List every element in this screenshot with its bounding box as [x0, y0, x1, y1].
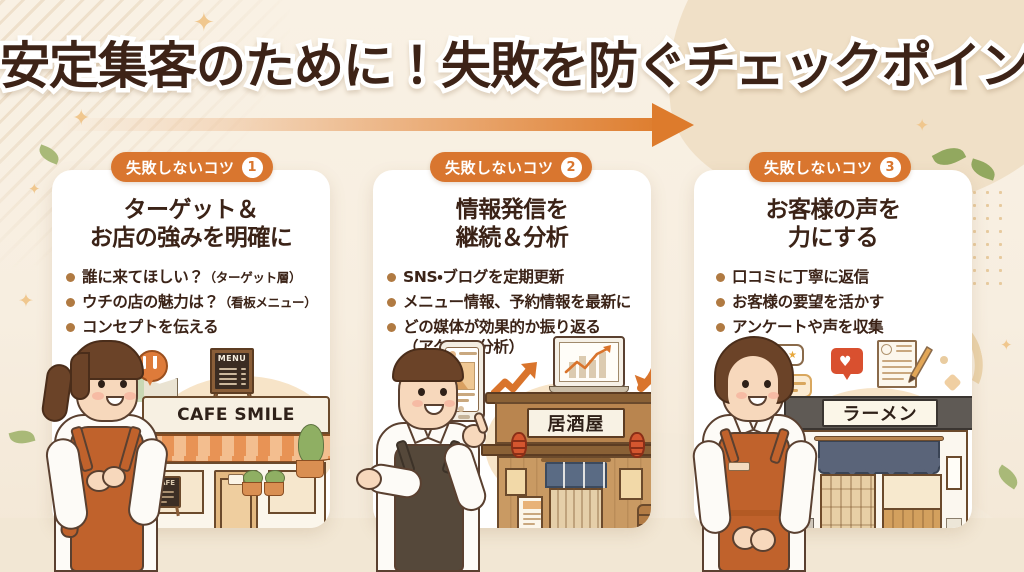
name-tag — [728, 462, 750, 471]
face-front — [728, 356, 778, 418]
bullet-dot-icon — [716, 273, 725, 282]
card-1-heading-line1: ターゲット＆ — [123, 197, 260, 223]
card-3-bullet-item: アンケートや声を収集 — [716, 317, 962, 337]
bullet-dot-icon — [66, 273, 75, 282]
checkpoint-card-3[interactable]: お客様の声を 力にする 口コミに丁寧に返信 お客様の要望を活かす アンケートや声… — [694, 170, 972, 528]
bullet-dot-icon — [716, 323, 725, 333]
card-1-bullet-text-3: コンセプトを伝える — [82, 318, 219, 337]
cafe-shop-sign: CAFE SMILE — [177, 405, 295, 425]
izakaya-shop-sign: 居酒屋 — [547, 414, 605, 435]
red-lantern-icon — [511, 432, 527, 458]
card-1-bullet-text-1: 誰に来てほしい？（ターゲット層） — [82, 268, 302, 286]
eye — [98, 380, 105, 388]
female-staff-bob-orange-apron — [690, 322, 819, 572]
bullet-dot-icon — [387, 298, 396, 308]
card-2-badge: 失敗しないコツ 2 — [430, 152, 592, 182]
hair — [392, 348, 464, 382]
eye — [742, 380, 749, 388]
small-chalkboard-label: CAFE — [154, 479, 176, 487]
eye — [418, 388, 425, 396]
menu-board-label: MENU — [217, 354, 247, 363]
card-3-bullet-text-1: 口コミに丁寧に返信 — [732, 268, 869, 286]
card-1-bullet-item: コンセプトを伝える — [66, 317, 320, 337]
card-1-heading-line2: お店の強みを明確に — [89, 225, 293, 252]
card-3-heading-line2: 力にする — [787, 225, 879, 252]
card-3-heading-line1: お客様の声を — [765, 197, 902, 223]
card-3-badge-number: 3 — [879, 156, 901, 178]
card-1-badge-number: 1 — [241, 156, 263, 178]
page-title: 安定集客のために！失敗を防ぐチェックポイント — [0, 33, 1024, 100]
card-1-bullet-text-2: ウチの店の魅力は？（看板メニュー） — [82, 293, 317, 312]
apron-fold — [718, 510, 790, 516]
card-2-heading-line1: 情報発信を — [455, 197, 569, 223]
card-1-bullet-list: 誰に来てほしい？（ターゲット層） ウチの店の魅力は？（看板メニュー） コンセプト… — [66, 267, 320, 342]
ramen-storefront: ラーメン — [784, 396, 972, 528]
card-1-badge: 失敗しないコツ 1 — [111, 152, 273, 182]
card-2-bullet-item: メニュー情報、予約情報を最新に — [387, 292, 641, 312]
diamond-decoration — [943, 373, 962, 392]
card-1-bullet-item: ウチの店の魅力は？（看板メニュー） — [66, 292, 320, 312]
info-board-icon — [517, 496, 543, 528]
card-2-heading-line2: 継続＆分析 — [455, 225, 569, 252]
card-1-badge-label: 失敗しないコツ — [126, 158, 235, 177]
card-2-heading: 情報発信を 継続＆分析 — [373, 196, 651, 252]
hand — [750, 528, 776, 552]
cheek — [124, 392, 136, 400]
barrel-icon — [637, 504, 651, 528]
hand — [102, 466, 126, 488]
card-1-bullet-item: 誰に来てほしい？（ターゲット層） — [66, 267, 320, 287]
eye — [120, 380, 127, 388]
cheek — [736, 392, 747, 399]
bullet-dot-icon — [387, 273, 396, 282]
cheek — [92, 392, 104, 400]
card-3-bullet-item: お客様の要望を活かす — [716, 292, 962, 312]
bullet-dot-icon — [66, 323, 75, 333]
cheek — [444, 400, 455, 407]
survey-form-pencil-icon — [877, 340, 933, 392]
card-3-heading: お客様の声を 力にする — [694, 196, 972, 252]
card-3-bullet-text-2: お客様の要望を活かす — [732, 293, 885, 312]
male-staff-pointing-dark-apron — [356, 336, 492, 572]
izakaya-storefront: 居酒屋 — [481, 392, 651, 528]
eye — [764, 380, 771, 388]
progress-arrow-head-icon — [652, 103, 694, 147]
card-3-badge: 失敗しないコツ 3 — [749, 152, 911, 182]
hair-side — [70, 352, 90, 400]
bullet-dot-icon — [66, 298, 75, 308]
card-2-badge-number: 2 — [560, 156, 582, 178]
laptop-analytics-chart-icon — [549, 336, 629, 398]
card-3-bullet-item: 口コミに丁寧に返信 — [716, 267, 962, 287]
card-2-badge-label: 失敗しないコツ — [445, 158, 554, 177]
card-3-badge-label: 失敗しないコツ — [764, 158, 873, 177]
mouth — [106, 396, 124, 406]
pointing-hand — [356, 468, 382, 490]
bullet-dot-icon — [716, 298, 725, 308]
growth-arrow-icon — [489, 358, 543, 402]
card-1-heading: ターゲット＆ お店の強みを明確に — [52, 196, 330, 252]
menu-board-icon: MENU — [208, 348, 258, 406]
cheek — [768, 392, 779, 399]
page-title-container: 安定集客のために！失敗を防ぐチェックポイント — [0, 26, 1024, 100]
dot-decoration — [940, 356, 948, 364]
card-2-bullet-text-1: SNS・ブログを定期更新 — [403, 268, 564, 286]
red-lantern-icon — [629, 432, 645, 458]
ramen-shop-sign: ラーメン — [842, 404, 918, 425]
growth-arrow-icon — [629, 348, 651, 396]
hair-ponytail — [40, 362, 74, 424]
card-2-bullet-item: SNS・ブログを定期更新 — [387, 267, 641, 287]
female-staff-ponytail-orange-apron — [40, 322, 170, 572]
bullet-dot-icon — [387, 323, 396, 333]
card-2-bullet-text-2: メニュー情報、予約情報を最新に — [403, 293, 632, 312]
progress-arrow-band — [60, 118, 660, 131]
heart-bubble-icon: ♥ — [831, 348, 863, 382]
eye — [440, 388, 447, 396]
cheek — [412, 400, 423, 407]
card-3-bullet-list: 口コミに丁寧に返信 お客様の要望を活かす アンケートや声を収集 — [716, 267, 962, 342]
card-3-bullet-text-3: アンケートや声を収集 — [732, 318, 884, 337]
